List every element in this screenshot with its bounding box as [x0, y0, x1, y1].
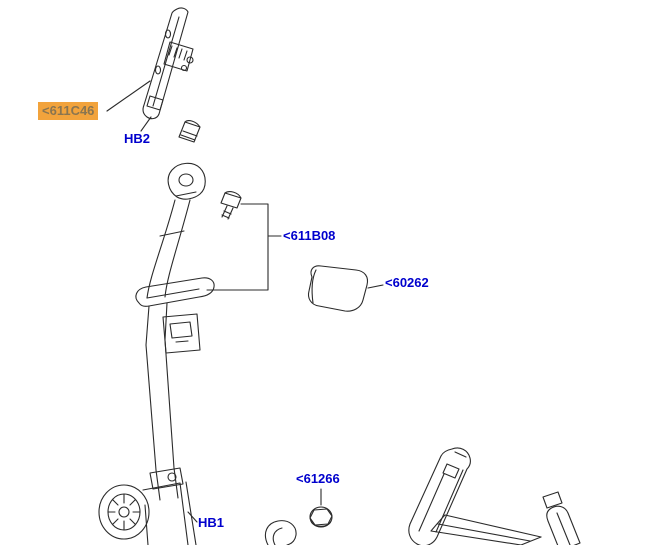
bolt-61266-part — [309, 506, 333, 528]
leader-hb2 — [140, 116, 152, 132]
leader-611b08 — [206, 203, 282, 291]
part-label-hb2[interactable]: HB2 — [124, 131, 151, 146]
retractor-part — [98, 467, 197, 545]
buckle-right-part — [542, 491, 581, 545]
cover-60262-part — [307, 265, 369, 312]
part-label-hb1[interactable]: HB1 — [198, 515, 225, 530]
height-adjuster-part — [142, 7, 194, 120]
buckle-left-part — [408, 447, 471, 545]
leader-611c46 — [106, 80, 151, 112]
hb2-bolt-part — [178, 120, 201, 143]
pillar-anchor-part — [167, 162, 206, 200]
part-label-61266[interactable]: <61266 — [296, 471, 340, 486]
part-label-60262[interactable]: <60262 — [385, 275, 429, 290]
part-label-611c46[interactable]: <611C46 — [38, 102, 99, 120]
hook-part — [264, 520, 297, 545]
adjuster-latch-part — [162, 313, 201, 354]
part-label-611b08[interactable]: <611B08 — [283, 228, 336, 243]
bolt-611b08-part — [220, 191, 242, 220]
web-guide-loop-part — [135, 277, 215, 307]
leader-hb1 — [187, 511, 198, 523]
strap-part — [430, 514, 542, 545]
leader-60262 — [367, 284, 384, 289]
belt-webbing-part — [145, 199, 191, 501]
